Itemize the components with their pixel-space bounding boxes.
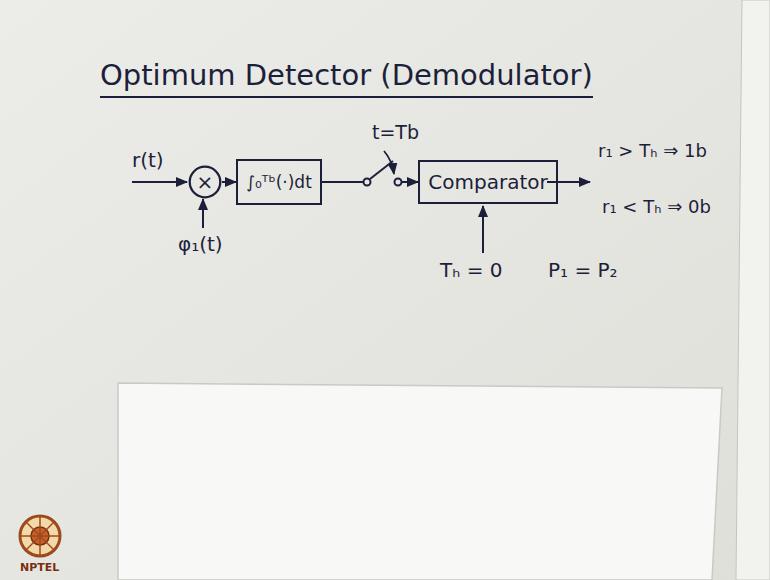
prior-note: P₁ = P₂ — [548, 258, 618, 282]
threshold-label: Tₕ = 0 — [440, 258, 503, 282]
logo-text: NPTEL — [20, 561, 59, 574]
basis-arrow — [202, 199, 204, 228]
signal-connector — [322, 181, 418, 183]
lower-sheet — [118, 383, 722, 580]
input-arrow — [132, 181, 187, 183]
switch-contact — [364, 179, 371, 186]
decision-rule: r₁ < Tₕ ⇒ 0b — [602, 196, 711, 217]
threshold-arrow — [482, 206, 484, 253]
node-text: ∫₀ᵀᵇ(·)dt — [246, 172, 312, 192]
side-sheet — [736, 0, 770, 580]
switch-lever — [370, 161, 393, 179]
comparator-box: Comparator — [418, 160, 558, 204]
output-arrow — [547, 181, 590, 183]
signal-name: r(t) — [132, 148, 164, 172]
node-text: Comparator — [428, 170, 547, 194]
decision-rule: r₁ > Tₕ ⇒ 1b — [598, 140, 707, 161]
signal-name: φ₁(t) — [178, 232, 223, 256]
switch-contact — [395, 179, 402, 186]
signal-connector — [222, 181, 236, 183]
node-text: × — [197, 170, 214, 194]
switch-label: t=Tb — [372, 121, 419, 143]
switch-arrow — [384, 151, 394, 174]
nptel-logo — [20, 516, 60, 556]
title: Optimum Detector (Demodulator) — [100, 58, 593, 98]
integrator-box: ∫₀ᵀᵇ(·)dt — [236, 159, 322, 205]
multiplier-circle: × — [188, 165, 222, 199]
